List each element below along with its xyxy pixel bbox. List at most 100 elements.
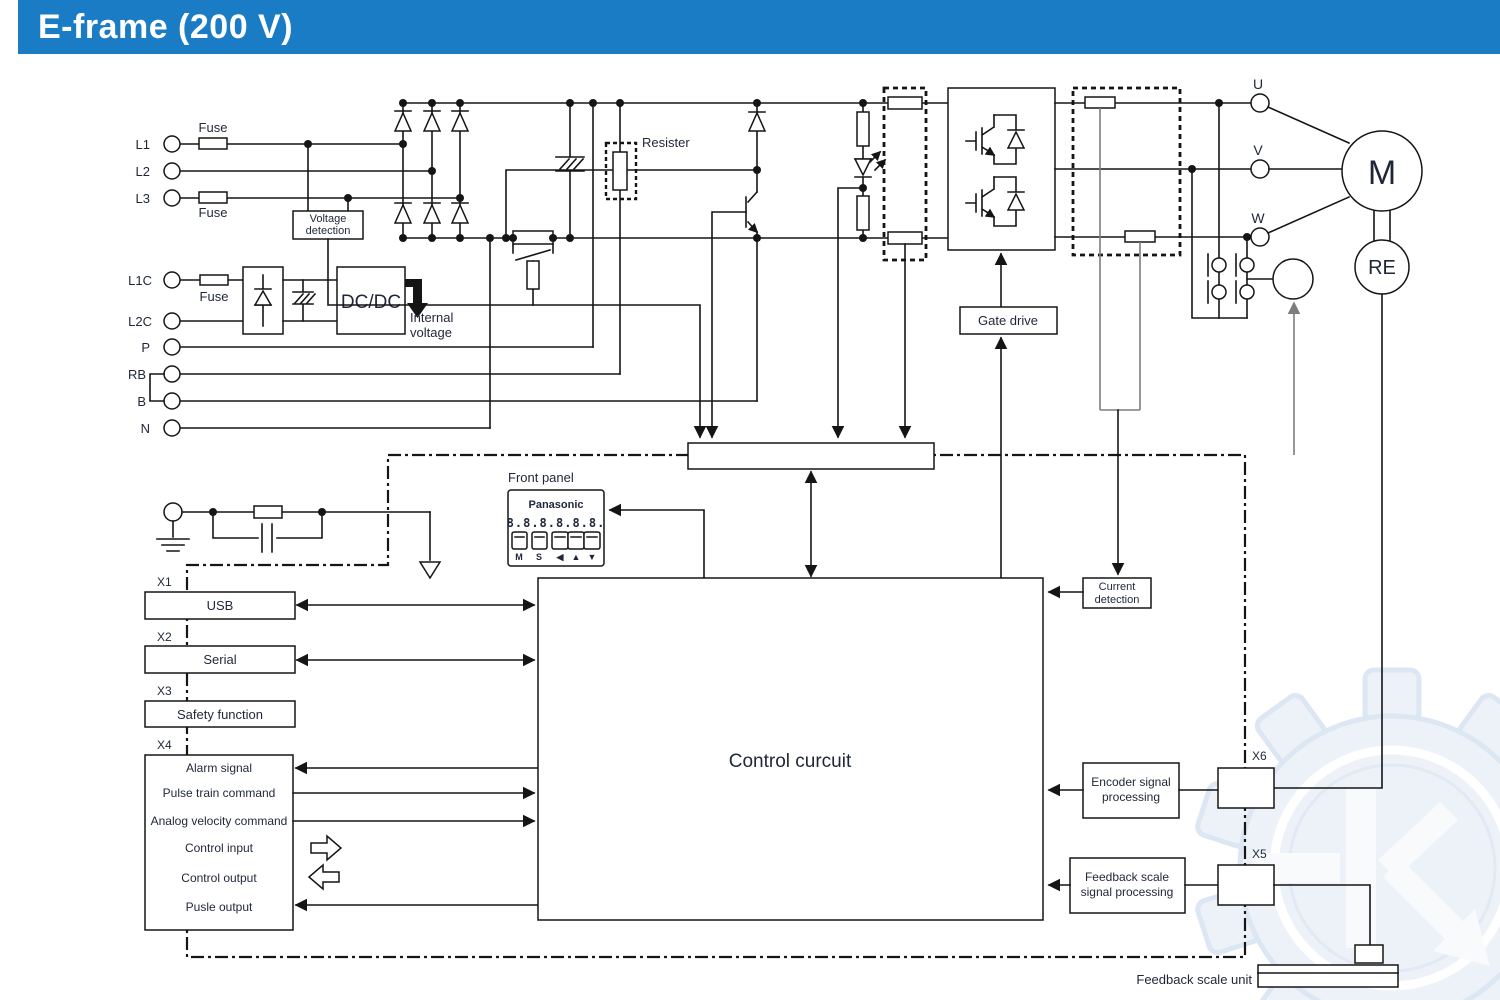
interface-bus-bar [687,442,935,470]
button-set[interactable] [531,531,548,550]
panel-buttons[interactable] [511,531,601,550]
dynamic-brake-relay [1191,102,1314,455]
motor-group: M RE [1266,105,1423,789]
terminal-w [1250,227,1270,247]
label-v: V [1253,142,1263,158]
bus-capacitor [555,99,585,242]
terminal-l1 [163,135,181,153]
shunt-dc-minus [887,231,923,245]
signal-ground-icon [418,561,442,580]
inrush-resistor [512,230,554,245]
front-panel: Front panel Panasonic 8.8.8.8.8.8. M S ◀… [507,470,705,579]
control-output-arrow [307,863,340,891]
x4-signal-analog-velocity: Analog velocity command [151,814,288,828]
control-circuit: Control curcuit [537,577,1044,921]
x4-signal-control-input: Control input [185,841,254,855]
button-label-up: ▲ [572,552,581,562]
panel-signal-line [608,503,705,579]
terminal-l3 [163,189,181,207]
gate-drive-label: Gate drive [978,313,1038,328]
safety-label: Safety function [177,707,263,722]
regen-resistor-element [612,151,628,191]
label-rb: RB [128,367,146,382]
phase-outputs: U V W [1054,76,1270,576]
left-connectors: X1 USB X2 Serial X3 Safety function X4 A… [144,575,539,931]
encoder-feedback-line [1273,293,1383,789]
scale-reader-head [1354,944,1384,964]
current-detection-box [1082,577,1152,609]
serial-label: Serial [203,652,236,667]
x4-signal-pulse-output: Pusle output [186,900,253,914]
fuse-l3-label: Fuse [199,205,228,220]
terminal-n [163,419,181,437]
encoder-processing: Encoder signal processing X6 [1047,749,1275,819]
label-l3: L3 [136,191,150,206]
control-power-supply: L1C L2C Fuse DC/DC Internal voltage [128,266,453,340]
motor-circle [1341,130,1423,212]
serial-box [144,645,296,674]
button-label-m: M [515,552,523,562]
gate-drive: Gate drive [959,306,1058,579]
fuse-l1-label: Fuse [199,120,228,135]
button-up[interactable] [567,531,585,550]
phase-u-sensor [1084,96,1116,109]
lamp-led [853,158,873,177]
dc-terminals: P RB B N [128,234,758,437]
brake-gate-signal [705,211,747,439]
button-mode[interactable] [511,531,528,550]
shunt-dc-plus [887,96,923,110]
x5-label: X5 [1252,847,1267,861]
panasonic-brand: Panasonic [528,499,583,511]
rectifier-bridge [393,99,470,242]
front-panel-label: Front panel [508,470,574,485]
internal-voltage-arrow [405,279,428,318]
label-l2: L2 [136,164,150,179]
title-bar: E-frame (200 V) [18,0,1500,54]
terminal-u [1250,93,1270,113]
current-detection-label-2: detection [1095,594,1140,606]
filter-resistor [253,505,283,519]
voltage-detection-label-2: detection [306,225,351,237]
button-label-s: S [536,552,542,562]
voltage-detect-drop [327,238,707,439]
feedback-processing-label-2: signal processing [1081,885,1174,899]
terminal-l1c [163,271,181,289]
feedback-scale-unit: Feedback scale unit [1136,944,1399,988]
earth-icon [156,520,190,552]
button-label-left: ◀ [556,552,565,562]
scale-body [1257,964,1399,988]
usb-label: USB [207,598,234,613]
gear-watermark-logo [1195,667,1500,1000]
x1-label: X1 [157,575,172,589]
button-down[interactable] [583,531,601,550]
relay-coil [1272,258,1314,300]
fuse-l1c-label: Fuse [200,289,229,304]
terminal-v [1250,159,1270,179]
motor-label: M [1368,154,1396,192]
x4-label: X4 [157,738,172,752]
charge-lamp [831,99,887,439]
label-p: P [141,340,150,355]
feedback-scale-line [1273,884,1371,946]
amplifier-boundary [185,453,1247,959]
label-l1: L1 [136,137,150,152]
label-n: N [141,421,150,436]
regen-resistor-dashed-box [604,141,638,201]
encoder-processing-label-1: Encoder signal [1091,775,1170,789]
safety-box [144,700,296,728]
bus-voltage-sense [831,187,864,439]
current-sensor-dc [882,86,928,439]
dcdc-label: DC/DC [341,292,401,313]
terminal-p [163,338,181,356]
mains-input: L1 L2 L3 Fuse Fuse Voltage detection [136,120,461,240]
regen-resistor: Resister [604,99,690,375]
fuse-l1c [199,274,229,286]
aux-capacitor [292,279,317,322]
bridge-diodes [393,110,470,224]
dcdc-box [336,266,406,335]
control-circuit-label: Control curcuit [729,751,852,772]
terminal-rb [163,365,181,383]
button-left[interactable] [551,531,569,550]
